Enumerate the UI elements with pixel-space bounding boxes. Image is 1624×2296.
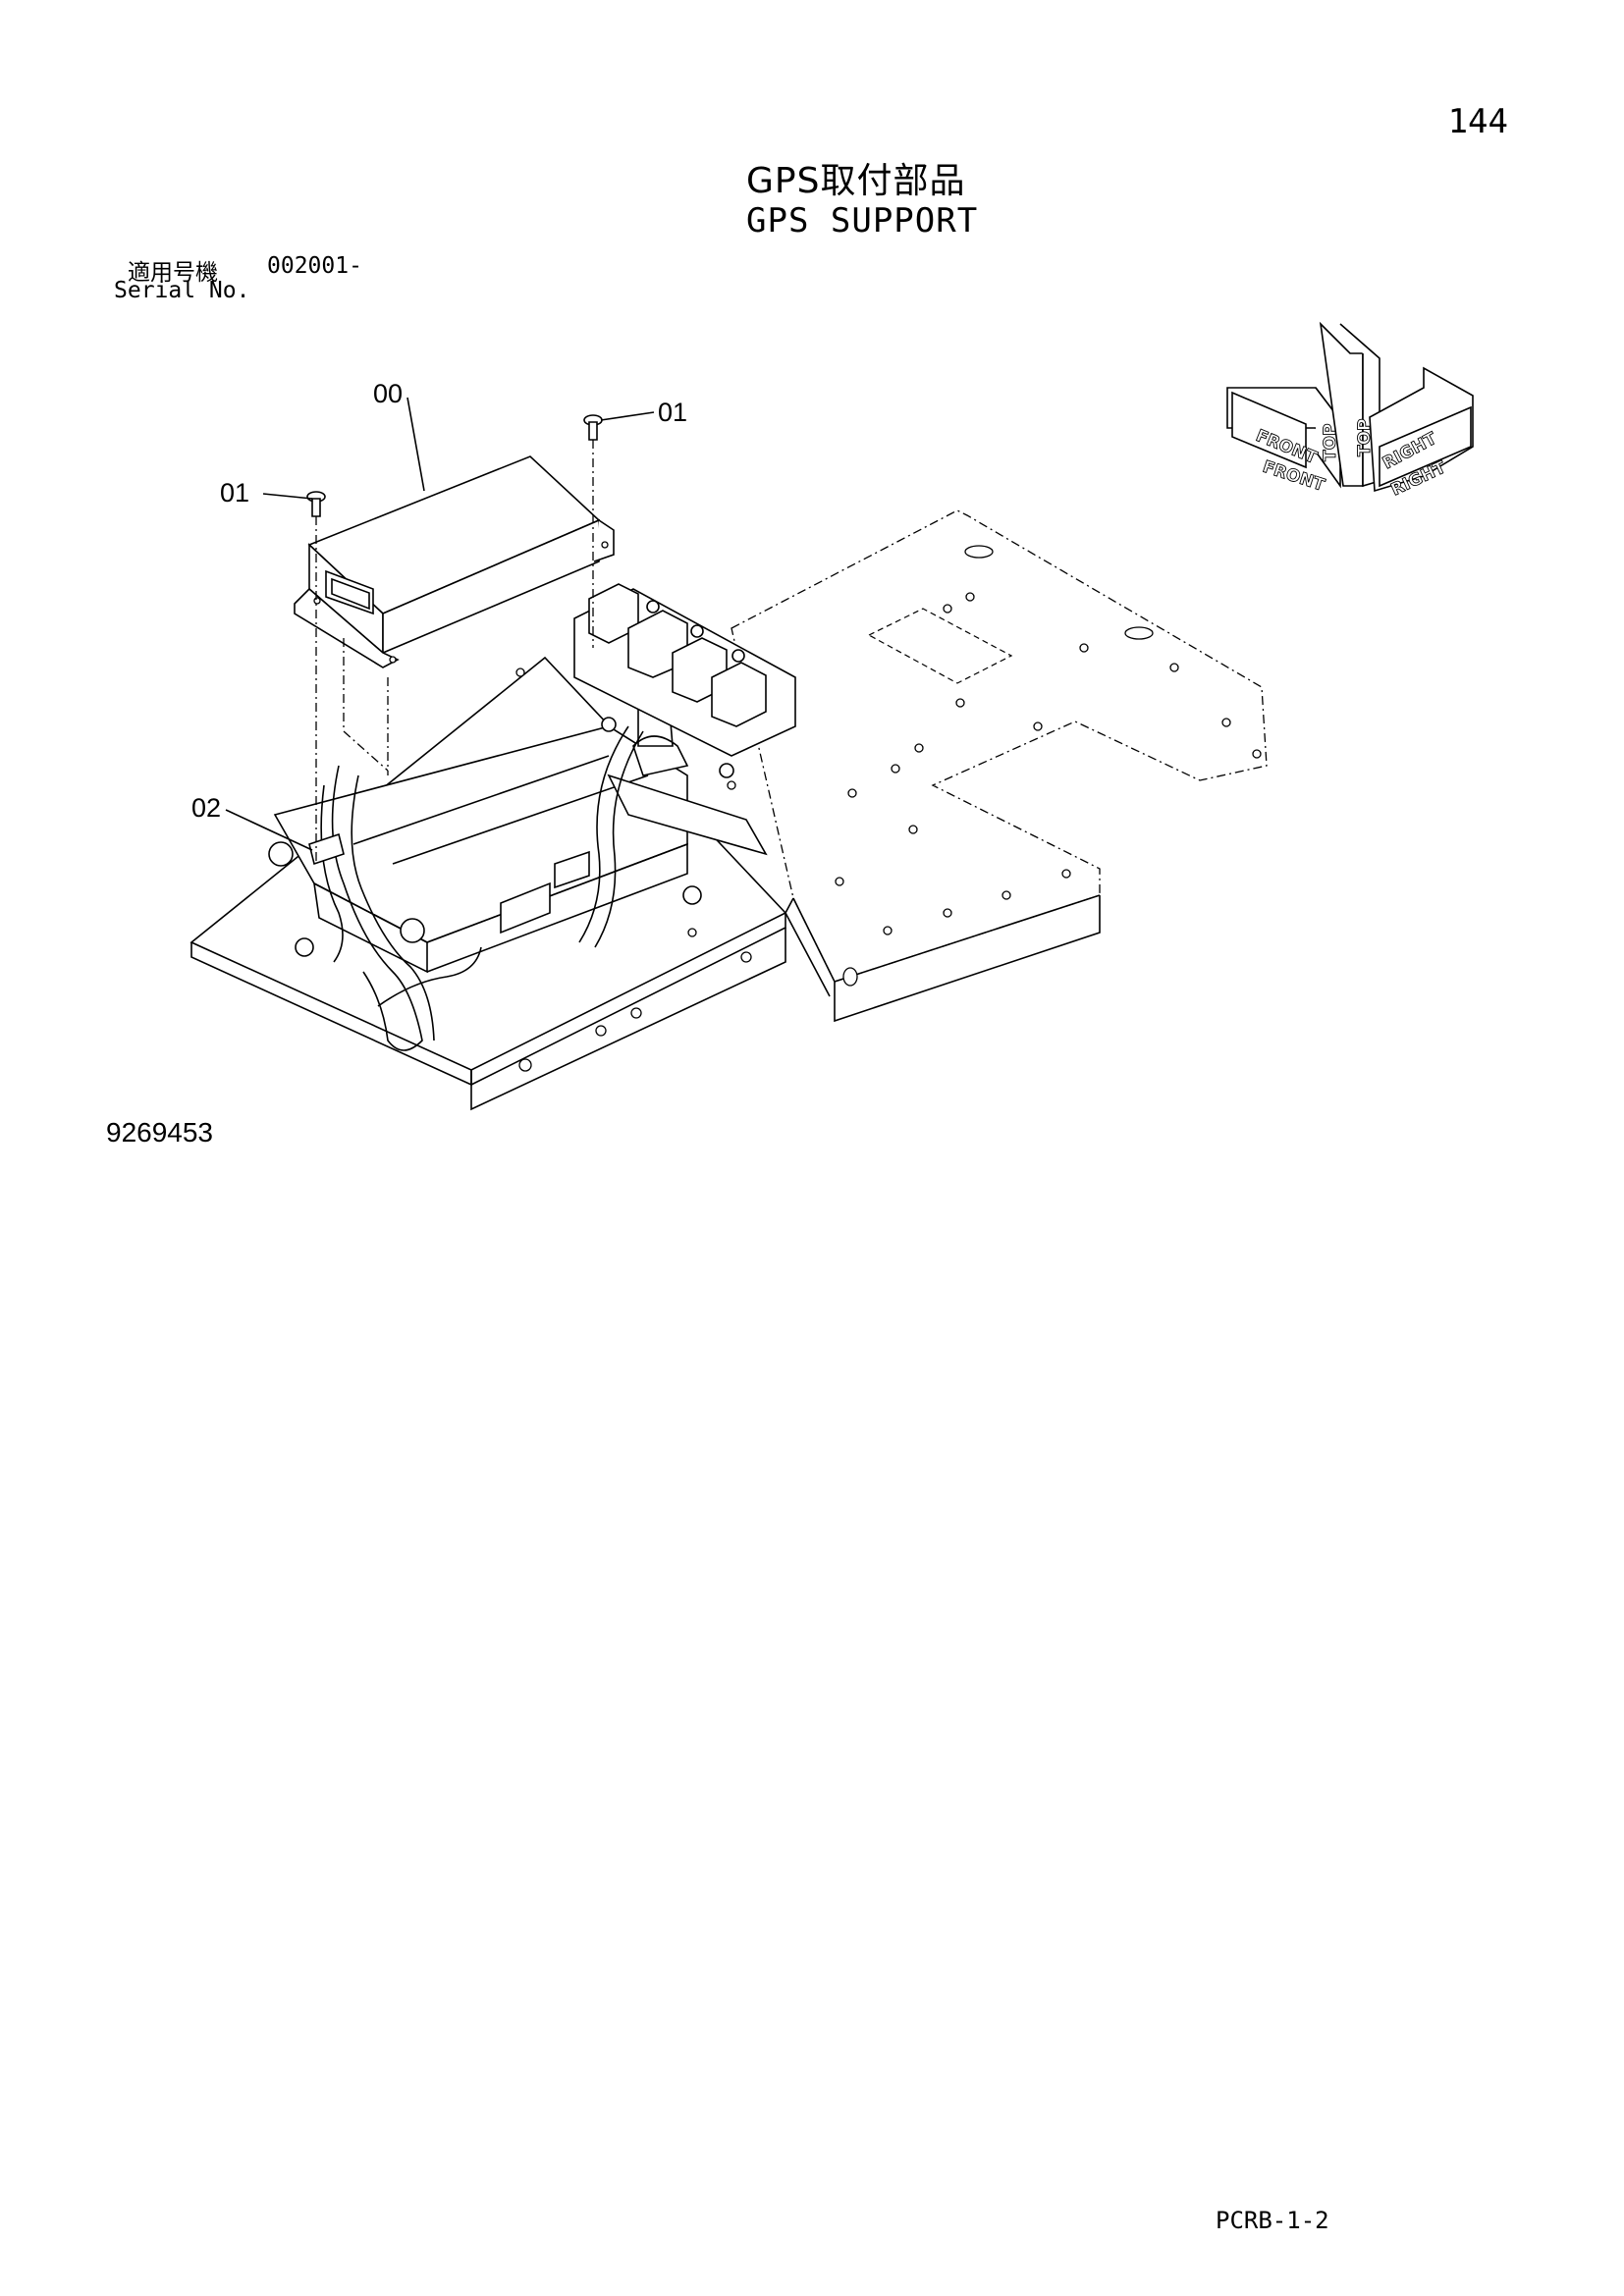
orientation-top-side-label: TOP bbox=[1355, 418, 1375, 456]
title-japanese: GPS取付部品 bbox=[746, 161, 966, 201]
leader-lines bbox=[225, 397, 655, 851]
gps-box bbox=[294, 455, 615, 668]
controller-unit bbox=[268, 681, 768, 974]
lower-bracket-plate bbox=[189, 656, 787, 1111]
serial-label-english: Serial No. bbox=[114, 278, 250, 303]
screw-right bbox=[583, 414, 603, 441]
orientation-top-label: TOP bbox=[1321, 423, 1340, 461]
relay-block bbox=[573, 583, 796, 778]
orientation-cube-icon: FRONT TOP RIGHT FRONT TOP RIGHT bbox=[1226, 321, 1474, 501]
title-english: GPS SUPPORT bbox=[746, 201, 979, 240]
wiring-harness bbox=[308, 725, 644, 1051]
footer-code: PCRB-1-2 bbox=[1216, 2207, 1329, 2234]
callout-00: 00 bbox=[373, 379, 404, 408]
page-number: 144 bbox=[1447, 102, 1508, 141]
serial-label-japanese: 適用号機 bbox=[128, 260, 218, 286]
assembly-lines bbox=[315, 440, 594, 864]
callout-01-right: 01 bbox=[658, 398, 688, 427]
screw-left bbox=[306, 491, 326, 517]
mounting-plate bbox=[731, 509, 1268, 1023]
drawing-number: 9269453 bbox=[106, 1117, 214, 1148]
serial-value: 002001- bbox=[267, 253, 362, 279]
callout-02: 02 bbox=[191, 793, 222, 823]
callout-01-left: 01 bbox=[220, 478, 250, 507]
